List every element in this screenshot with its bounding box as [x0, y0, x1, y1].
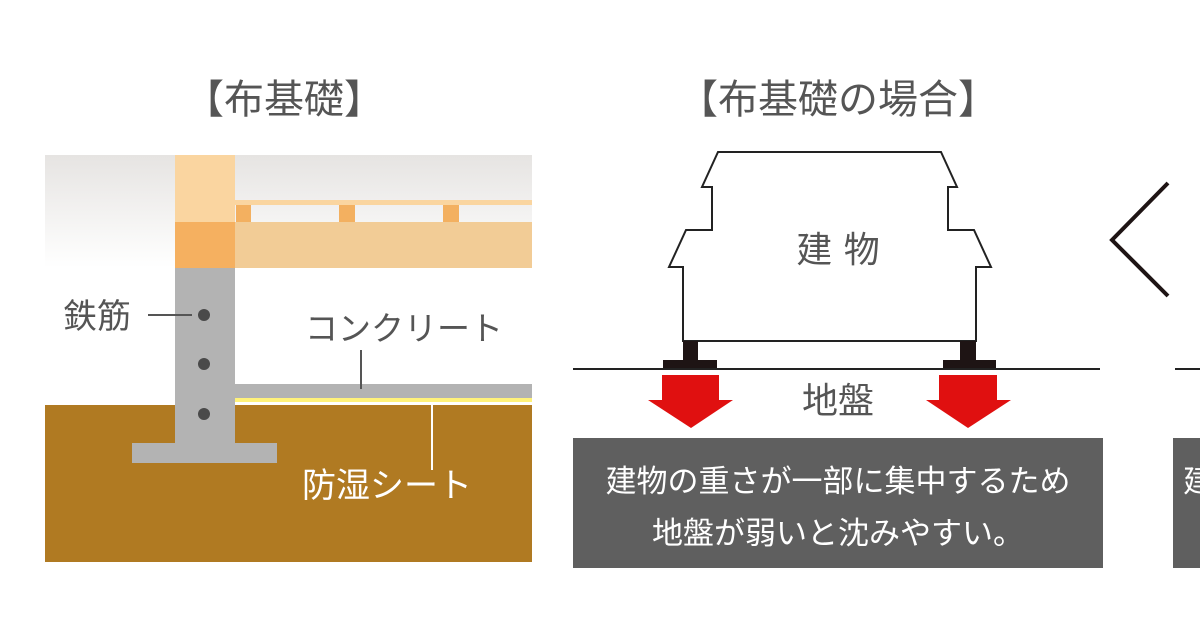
sill-beam: [235, 222, 532, 268]
footing-base-right: [943, 360, 996, 370]
building-illustration: 建 物 地盤: [573, 151, 1100, 428]
less-than-comparison-icon: [1109, 181, 1170, 298]
description-line-2: 地盤が弱いと沈みやすい。: [652, 516, 1024, 552]
moisture-sheet: [235, 398, 532, 402]
concrete-slab: [235, 384, 532, 398]
description-box-partial: [1173, 438, 1200, 568]
middle-title: 【布基礎の場合】: [678, 77, 998, 123]
strip-foundation-cross-section: 鉄筋 コンクリート 防湿シート: [45, 155, 532, 562]
rebar-label: 鉄筋: [63, 297, 131, 337]
building-label: 建 物: [796, 230, 879, 271]
post: [175, 155, 235, 222]
moisture-sheet-label: 防湿シート: [302, 466, 472, 506]
left-title: 【布基礎】: [184, 77, 384, 123]
footing-base-left: [663, 360, 717, 370]
background: [45, 155, 532, 405]
footing-stem-right: [960, 341, 976, 361]
sill: [175, 222, 235, 268]
rebar-dot: [198, 358, 210, 370]
joist: [443, 205, 459, 222]
joist: [236, 205, 251, 222]
rebar-dot: [198, 408, 210, 420]
ground-label: 地盤: [802, 381, 874, 422]
floor-board: [235, 200, 532, 205]
description-line-1: 建物の重さが一部に集中するため: [606, 464, 1071, 500]
down-arrow-icon: [926, 375, 1011, 428]
foundation-wall: [175, 268, 235, 448]
soil: [45, 405, 532, 562]
footing-stem-left: [683, 341, 698, 361]
down-arrow-icon: [648, 375, 733, 428]
footing: [132, 443, 277, 463]
concrete-label: コンクリート: [305, 309, 503, 348]
description-partial-char: 建: [1183, 464, 1200, 500]
joist: [339, 205, 355, 222]
description-box: [573, 438, 1103, 568]
rebar-dot: [198, 309, 210, 321]
